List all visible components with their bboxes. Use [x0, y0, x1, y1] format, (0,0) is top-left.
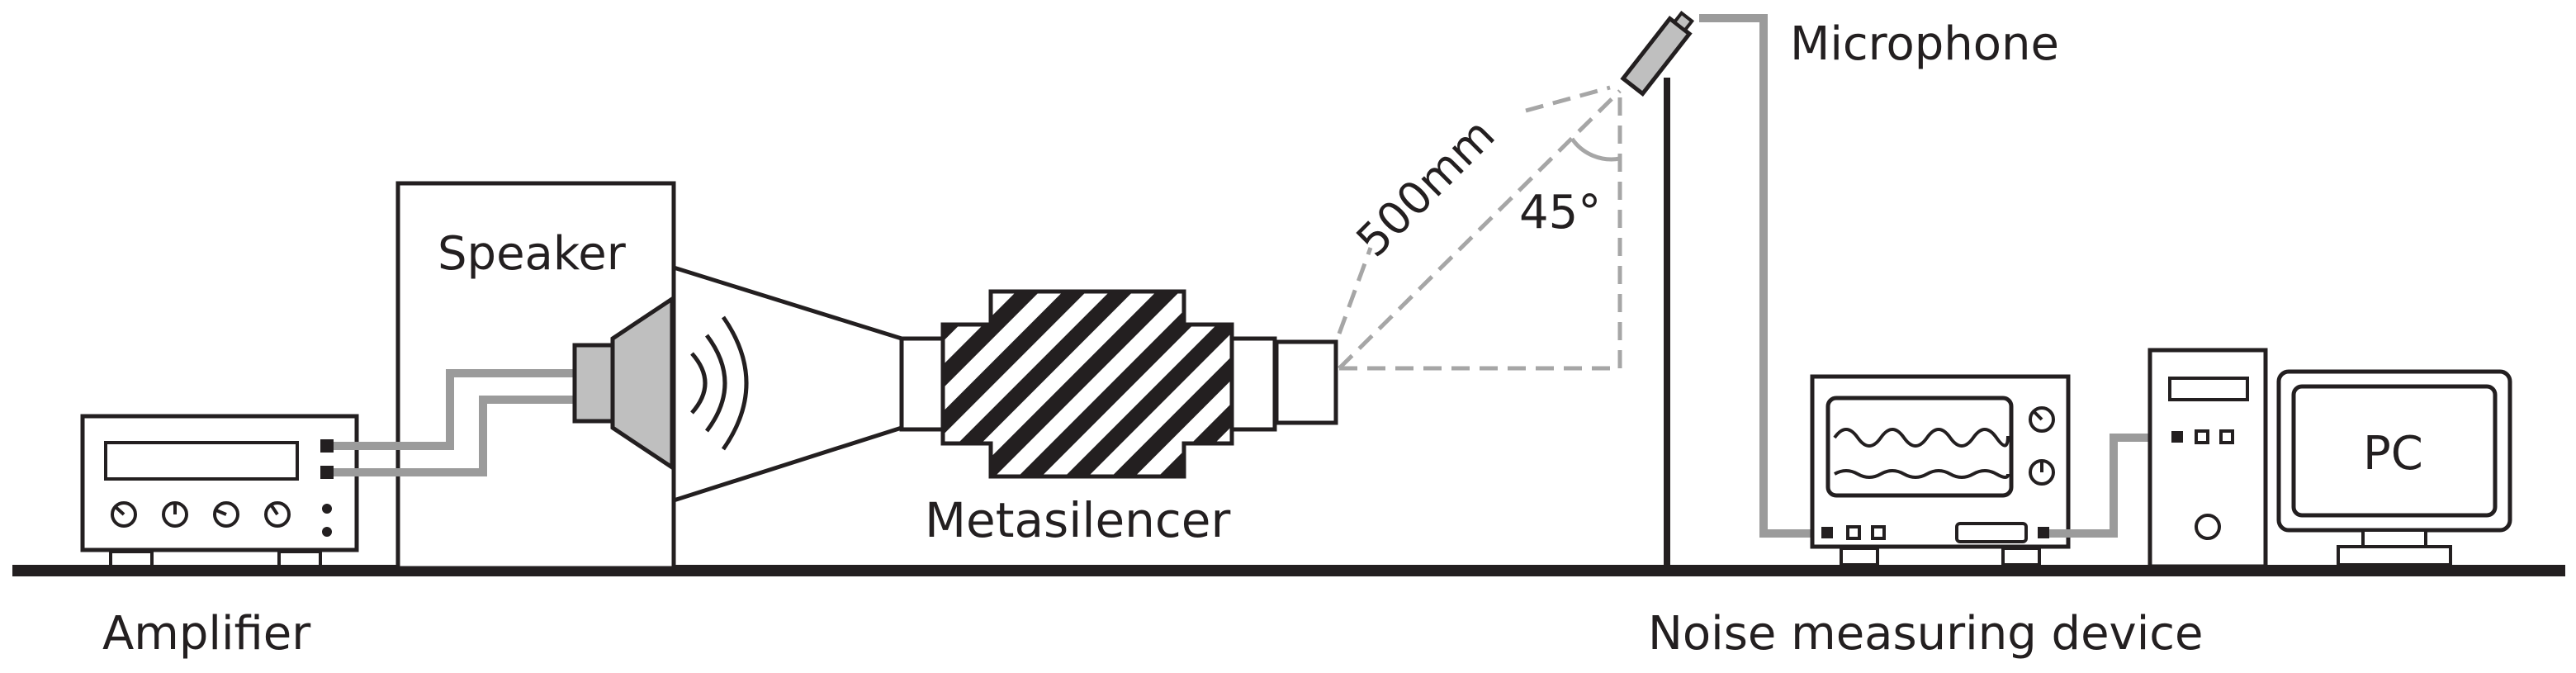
microphone-cable [1699, 14, 1821, 538]
speaker-label: Speaker [438, 227, 627, 281]
noise-device-label: Noise measuring device [1648, 607, 2204, 661]
microphone-icon [1620, 10, 1695, 97]
amplifier-speaker-cables [334, 369, 578, 476]
horn [671, 264, 904, 504]
pc-monitor [2276, 369, 2512, 566]
oscilloscope-screen [1825, 396, 2014, 498]
angle-label: 45° [1519, 186, 1601, 239]
measurement-geometry [1337, 85, 1622, 371]
device-pc-cable [2049, 434, 2175, 538]
amplifier-label: Amplifier [102, 607, 311, 661]
amplifier [80, 414, 359, 568]
waveform-bottom [1834, 469, 2010, 479]
distance-label: 500mm [1347, 108, 1505, 267]
microphone-label: Microphone [1790, 17, 2059, 71]
angle-arc [1570, 137, 1621, 162]
duct-outlet [1274, 339, 1338, 425]
microphone-stand [1664, 78, 1670, 566]
sound-waves-icon [690, 315, 749, 451]
pc-label: PC [2363, 427, 2423, 481]
metasilencer-label: Metasilencer [925, 492, 1230, 548]
noise-measuring-device [1810, 374, 2071, 566]
speaker-driver [572, 295, 675, 472]
pc-tower [2147, 348, 2268, 569]
waveform-top [1833, 428, 2010, 448]
amplifier-knobs [111, 501, 291, 528]
amplifier-display [104, 441, 299, 481]
